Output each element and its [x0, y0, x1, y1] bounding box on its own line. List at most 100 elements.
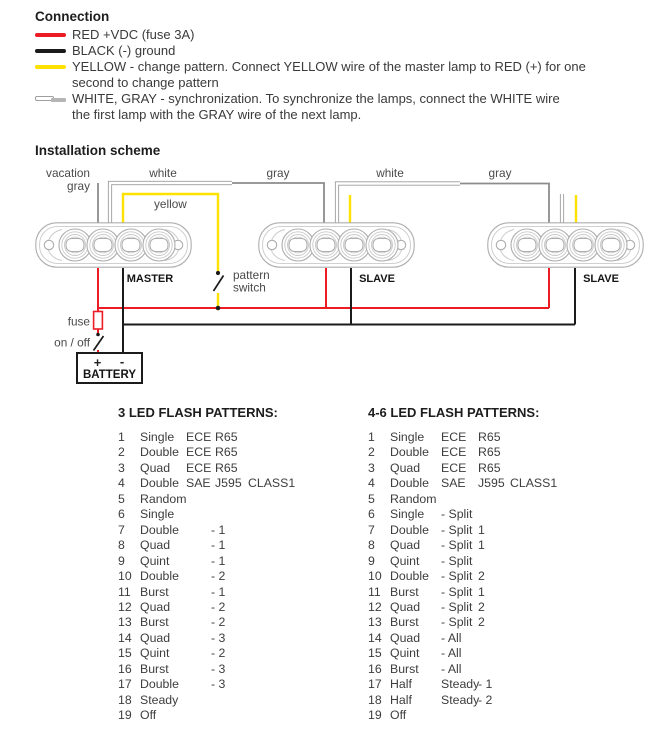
- vacant-gray-label-line1: vacation: [46, 166, 90, 180]
- battery-label: BATTERY: [83, 369, 136, 381]
- on-off-label: on / off: [54, 336, 91, 350]
- pattern-cell: 18: [368, 692, 382, 707]
- pattern-cell: Burst: [390, 584, 419, 599]
- pattern-cell: - 3: [211, 661, 226, 676]
- flash-patterns-46led-title: 4-6 LED FLASH PATTERNS:: [368, 405, 540, 420]
- pattern-cell: Burst: [390, 615, 419, 630]
- pattern-cell: Burst: [390, 661, 419, 676]
- pattern-cell: 15: [368, 646, 382, 661]
- pattern-cell: 1: [478, 584, 485, 599]
- pattern-row: 14 Quad - All: [368, 631, 628, 646]
- legend-text-line: second to change pattern: [72, 75, 219, 90]
- gray-wire-part: [51, 98, 66, 102]
- slave-lamp-1: [258, 222, 415, 268]
- pattern-cell: - 1: [211, 522, 226, 537]
- pattern-cell: - Split: [441, 569, 473, 584]
- pattern-cell: - Split: [441, 553, 473, 568]
- pattern-cell: J595: [478, 476, 505, 491]
- white-wire-2-outline: [334, 181, 460, 226]
- pattern-switch-label-line2: switch: [233, 281, 266, 295]
- gray-wire-2-label: gray: [489, 166, 512, 180]
- white-gray-wire-swatch: [35, 96, 66, 102]
- pattern-cell: SAE: [441, 476, 466, 491]
- white-wire-1: [108, 181, 232, 226]
- pattern-cell: ECE: [186, 430, 212, 444]
- pattern-cell: 9: [368, 553, 375, 568]
- legend-item: WHITE, GRAY - synchronization. To synchr…: [35, 91, 613, 123]
- pattern-cell: - Split: [441, 522, 473, 537]
- pattern-switch-contact-dot: [215, 270, 221, 276]
- pattern-cell: 19: [368, 708, 382, 723]
- pattern-cell: 3: [118, 460, 125, 475]
- pattern-cell: Half: [390, 692, 412, 707]
- yellow-red-junction-dot: [215, 305, 221, 311]
- pattern-cell: R65: [478, 445, 501, 460]
- pattern-cell: - All: [441, 630, 462, 645]
- pattern-cell: - 1: [211, 553, 226, 568]
- pattern-cell: Burst: [140, 615, 169, 630]
- pattern-cell: 17: [118, 677, 132, 692]
- pattern-cell: 2: [368, 445, 375, 460]
- pattern-cell: Off: [390, 708, 407, 723]
- pattern-cell: 9: [118, 553, 125, 568]
- flash-patterns-3led-title: 3 LED FLASH PATTERNS:: [118, 405, 278, 420]
- pattern-cell: CLASS1: [510, 476, 558, 491]
- pattern-cell: 16: [118, 661, 132, 676]
- pattern-cell: 2: [118, 445, 125, 460]
- pattern-cell: 14: [118, 630, 132, 645]
- pattern-cell: 6: [368, 507, 375, 522]
- pattern-cell: 6: [118, 507, 125, 522]
- pattern-cell: 8: [368, 538, 375, 553]
- pattern-cell: Double: [140, 445, 179, 460]
- pattern-cell: 18: [118, 692, 132, 707]
- pattern-cell: 14: [368, 630, 382, 645]
- pattern-cell: Quad: [390, 630, 421, 645]
- pattern-cell: Single: [140, 430, 175, 444]
- pattern-cell: Quint: [390, 646, 420, 661]
- pattern-cell: ECE: [186, 445, 212, 460]
- pattern-cell: 15: [118, 646, 132, 661]
- pattern-cell: 11: [368, 584, 381, 599]
- pattern-row: 19 Off: [368, 708, 628, 723]
- pattern-cell: Quad: [390, 538, 421, 553]
- pattern-cell: - 1: [211, 584, 226, 599]
- pattern-cell: Quad: [390, 599, 421, 614]
- pattern-cell: 1: [368, 430, 375, 444]
- pattern-cell: Steady: [441, 692, 480, 707]
- pattern-cell: 7: [118, 522, 125, 537]
- yellow-wire: [121, 192, 220, 273]
- pattern-cell: Single: [140, 507, 175, 522]
- pattern-cell: 12: [368, 599, 382, 614]
- pattern-cell: - 3: [211, 630, 226, 645]
- pattern-cell: 3: [368, 460, 375, 475]
- legend-text-line: RED +VDC (fuse 3A): [72, 27, 195, 42]
- pattern-cell: - All: [441, 661, 462, 676]
- pattern-cell: 7: [368, 522, 375, 537]
- pattern-cell: - 2: [211, 599, 226, 614]
- gray-wire-1-label: gray: [267, 166, 290, 180]
- pattern-cell: Double: [140, 522, 179, 537]
- pattern-cell: Quad: [390, 460, 421, 475]
- legend-text-line: BLACK (-) ground: [72, 43, 176, 58]
- pattern-cell: 16: [368, 661, 382, 676]
- power-switch-contact-dot: [96, 332, 100, 337]
- pattern-switch-label-line1: pattern: [233, 268, 270, 282]
- pattern-cell: 2: [478, 569, 485, 584]
